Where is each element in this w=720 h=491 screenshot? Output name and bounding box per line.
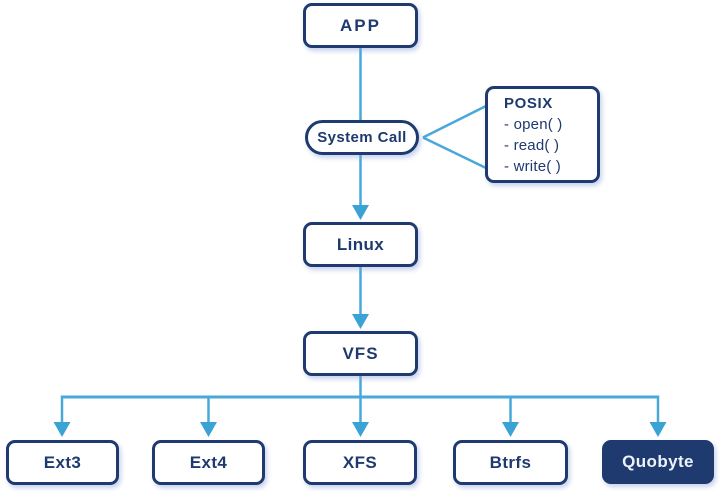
node-posix: POSIX - open( ) - read( ) - write( ) bbox=[485, 86, 600, 183]
node-linux: Linux bbox=[303, 222, 418, 267]
node-ext3-label: Ext3 bbox=[43, 452, 82, 472]
arrowhead-vfs bbox=[352, 314, 369, 329]
node-btrfs: Btrfs bbox=[453, 440, 568, 485]
node-quobyte-label: Quobyte bbox=[622, 452, 694, 471]
node-quobyte: Quobyte bbox=[602, 440, 714, 484]
node-app-label: APP bbox=[340, 15, 381, 35]
arrowhead-ext4 bbox=[200, 422, 217, 437]
node-ext4-label: Ext4 bbox=[189, 452, 228, 472]
posix-title: POSIX bbox=[504, 94, 553, 112]
arrowhead-ext3 bbox=[53, 422, 71, 437]
edge-systemcall-posix-lower bbox=[422, 136, 487, 170]
arrowhead-linux bbox=[352, 205, 369, 220]
node-ext3: Ext3 bbox=[6, 440, 119, 485]
arrowhead-xfs bbox=[352, 422, 369, 437]
node-vfs: VFS bbox=[303, 331, 418, 376]
node-app: APP bbox=[303, 3, 418, 48]
node-btrfs-label: Btrfs bbox=[489, 452, 532, 472]
node-system-call-label: System Call bbox=[317, 129, 407, 146]
arrowhead-btrfs bbox=[502, 422, 519, 437]
node-linux-label: Linux bbox=[336, 234, 385, 254]
arrowhead-quobyte bbox=[649, 422, 667, 437]
node-ext4: Ext4 bbox=[152, 440, 265, 485]
posix-item-read: - read( ) bbox=[504, 136, 560, 154]
node-vfs-label: VFS bbox=[342, 343, 379, 363]
posix-item-open: - open( ) bbox=[504, 115, 563, 133]
node-system-call: System Call bbox=[305, 120, 419, 155]
edge-systemcall-posix-upper bbox=[422, 104, 487, 139]
node-xfs: XFS bbox=[303, 440, 417, 485]
node-xfs-label: XFS bbox=[342, 452, 378, 472]
posix-item-write: - write( ) bbox=[504, 157, 561, 175]
